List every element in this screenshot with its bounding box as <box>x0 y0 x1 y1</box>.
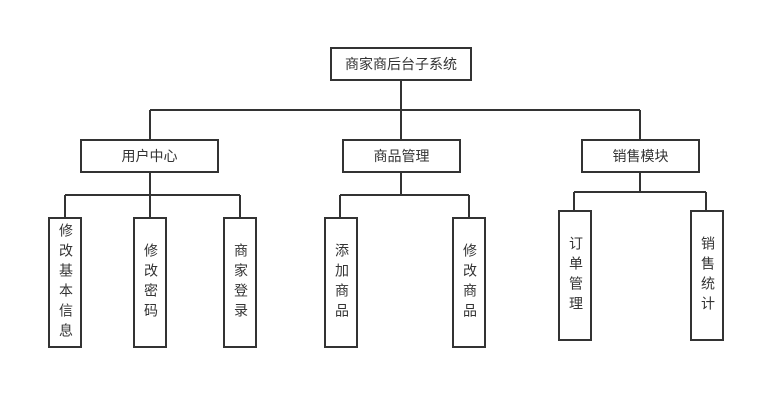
module-sales: 销售模块 <box>581 139 700 173</box>
module-label: 用户中心 <box>121 149 178 165</box>
leaf-label: 添加商品 <box>333 242 349 323</box>
leaf-label: 修改商品 <box>461 242 477 323</box>
leaf-label: 订单管理 <box>567 235 583 316</box>
leaf-label: 修改密码 <box>142 242 158 323</box>
module-label: 销售模块 <box>612 149 669 165</box>
leaf-edit-product: 修改商品 <box>452 217 486 348</box>
leaf-edit-basic-info: 修改基本信息 <box>48 217 82 348</box>
module-product-management: 商品管理 <box>342 139 461 173</box>
leaf-merchant-login: 商家登录 <box>223 217 257 348</box>
leaf-add-product: 添加商品 <box>324 217 358 348</box>
root-node: 商家商后台子系统 <box>330 47 472 81</box>
leaf-sales-statistics: 销售统计 <box>690 210 724 341</box>
leaf-label: 商家登录 <box>232 242 248 323</box>
module-label: 商品管理 <box>373 149 430 165</box>
leaf-order-management: 订单管理 <box>558 210 592 341</box>
leaf-label: 销售统计 <box>699 235 715 316</box>
module-user-center: 用户中心 <box>80 139 219 173</box>
root-label: 商家商后台子系统 <box>345 57 457 73</box>
leaf-label: 修改基本信息 <box>57 222 73 343</box>
leaf-change-password: 修改密码 <box>133 217 167 348</box>
